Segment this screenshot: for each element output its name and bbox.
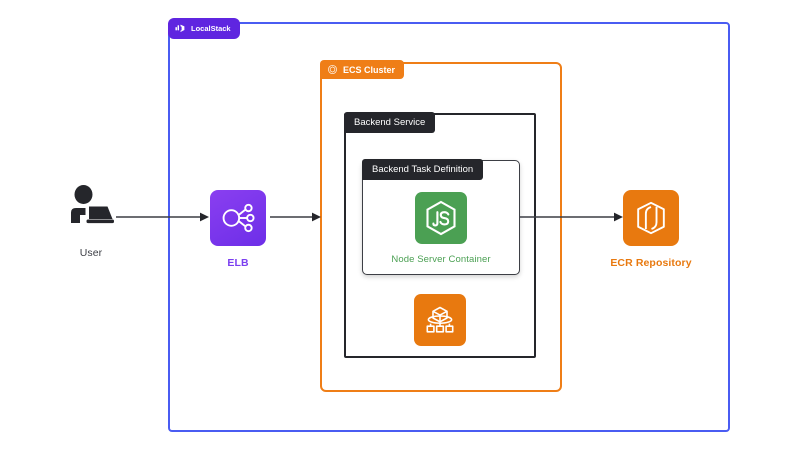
user-node-label: User <box>79 247 103 259</box>
arrow-elb-to-ecs-cluster <box>270 212 322 222</box>
localstack-boundary <box>168 22 730 432</box>
localstack-badge: LocalStack <box>168 18 240 39</box>
ecr-repository-label: ECR Repository <box>610 257 692 269</box>
node-server-container-label: Node Server Container <box>391 254 491 265</box>
ecr-repository-icon <box>623 190 679 246</box>
ecs-cluster-icon <box>327 64 338 75</box>
ecs-cluster-badge-label: ECS Cluster <box>343 64 396 75</box>
nodejs-icon <box>415 192 467 244</box>
elb-node: ELB <box>209 190 267 269</box>
localstack-badge-label: LocalStack <box>191 24 231 33</box>
user-node: User <box>46 182 136 259</box>
backend-task-definition-badge: Backend Task Definition <box>362 159 484 180</box>
backend-task-definition-badge-label: Backend Task Definition <box>372 164 474 175</box>
elb-node-label: ELB <box>227 257 249 269</box>
ecs-task-node <box>414 294 466 346</box>
backend-service-badge: Backend Service <box>344 112 436 133</box>
backend-service-boundary <box>344 113 536 358</box>
elastic-load-balancer-icon <box>210 190 266 246</box>
ecr-repository-node: ECR Repository <box>610 190 692 269</box>
arrow-user-to-elb <box>116 212 210 222</box>
user-laptop-icon <box>63 182 119 234</box>
ecs-task-icon <box>414 294 466 346</box>
localstack-icon <box>175 23 186 34</box>
ecs-cluster-boundary <box>320 62 562 392</box>
node-server-container-node: Node Server Container <box>391 192 491 265</box>
arrow-task-to-ecr-repository <box>520 212 624 222</box>
ecs-cluster-badge: ECS Cluster <box>320 60 405 79</box>
backend-service-badge-label: Backend Service <box>354 117 426 128</box>
